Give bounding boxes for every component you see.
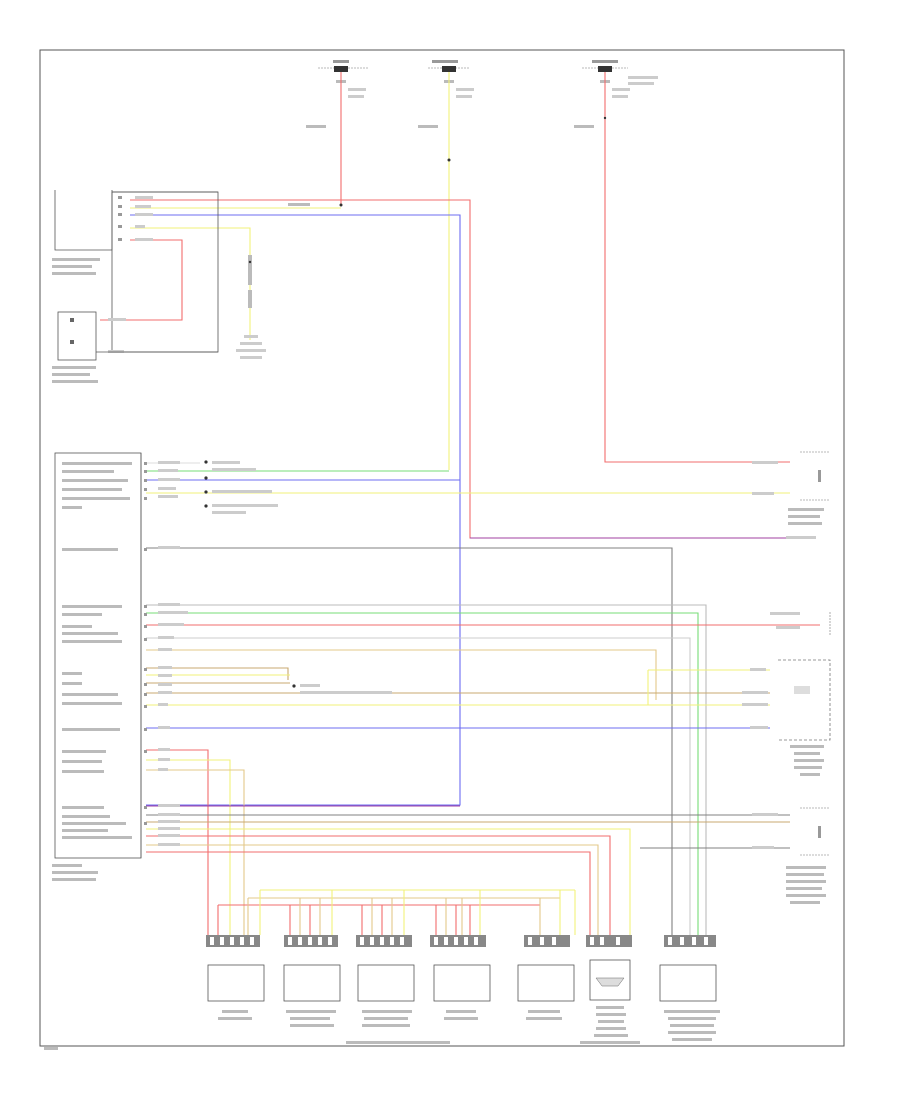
wire-yellow xyxy=(146,828,631,940)
sensor-icon xyxy=(283,964,341,1002)
wire-tan xyxy=(146,649,657,700)
fuse-block-1 xyxy=(306,60,368,128)
fuse-icon xyxy=(442,66,456,72)
wire-layer xyxy=(100,72,820,945)
right-connector-bottom xyxy=(752,807,830,904)
wire-red xyxy=(146,851,591,940)
control-module xyxy=(52,452,188,881)
fuse-block-2 xyxy=(418,60,474,128)
fuse-block-3 xyxy=(574,60,658,128)
wire-tan xyxy=(299,898,447,935)
wire-red xyxy=(146,749,209,935)
ground-connector xyxy=(236,255,266,359)
pressure-switch xyxy=(52,311,218,383)
splice-notes xyxy=(204,460,392,694)
wire-blue xyxy=(130,214,461,806)
wire-red xyxy=(100,239,183,321)
sensor-icon xyxy=(517,964,575,1002)
wire-gray xyxy=(146,547,673,945)
wire-red xyxy=(604,72,790,463)
diagram-border xyxy=(39,49,845,1047)
wire-red xyxy=(146,835,611,940)
wire-brown xyxy=(146,667,289,680)
right-sensor xyxy=(742,659,831,776)
sensor-icon xyxy=(589,959,631,1001)
wire-tan xyxy=(146,844,599,940)
fuse-icon xyxy=(598,66,612,72)
wire-yellow xyxy=(259,890,576,935)
fuse-icon xyxy=(334,66,348,72)
bottom-sensor-row xyxy=(44,935,720,1050)
wire-gray xyxy=(146,637,691,945)
sensor-icon xyxy=(207,964,265,1002)
wire-tan xyxy=(146,769,245,935)
right-connector-top xyxy=(752,451,830,539)
wire-tan xyxy=(247,898,541,935)
wire-yellow xyxy=(146,759,231,935)
sensor-module-top-left xyxy=(52,190,310,353)
sensor-icon xyxy=(433,964,491,1002)
wire-red xyxy=(217,905,471,935)
right-connector-middle xyxy=(770,612,831,635)
wire-yellow xyxy=(130,227,251,340)
sensor-icon xyxy=(659,964,717,1002)
wire-red xyxy=(309,905,457,935)
wire-green xyxy=(146,612,699,945)
sensor-icon xyxy=(357,964,415,1002)
wire-gray xyxy=(146,604,707,945)
splice-dots xyxy=(248,116,607,264)
